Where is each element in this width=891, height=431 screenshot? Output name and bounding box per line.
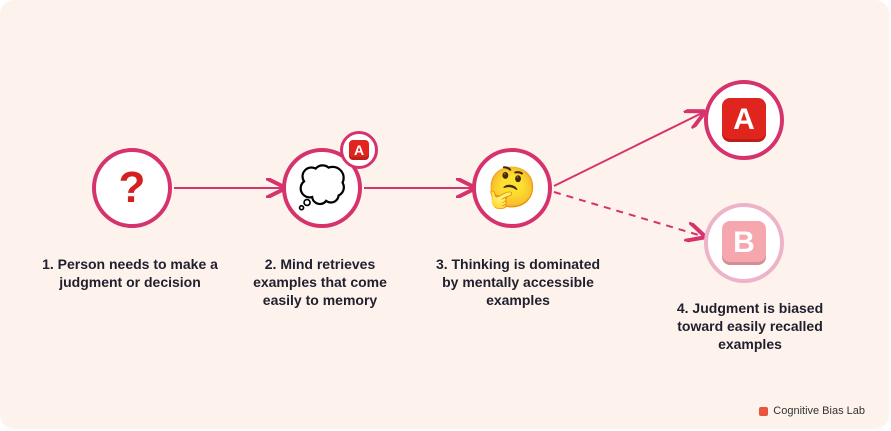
brand-name: Cognitive Bias Lab [773, 405, 865, 417]
arrow-step3-to-outcome-a [553, 113, 702, 187]
logo-icon [759, 406, 769, 416]
step1-node: ? [92, 148, 172, 228]
b-button-icon: B [722, 221, 766, 265]
brand-footer: Cognitive Bias Lab [759, 405, 865, 417]
question-mark-icon: ? [118, 163, 146, 212]
thought-bubble-icon: 💭 [297, 166, 347, 210]
a-button-icon: A [722, 98, 766, 142]
step3-label-line3: examples [486, 292, 550, 308]
step4-label: 4. Judgment is biased toward easily reca… [650, 299, 850, 353]
step2-label: 2. Mind retrieves examples that come eas… [240, 255, 400, 309]
step3-label-line2: by mentally accessible [442, 274, 594, 290]
step2-label-line3: easily to memory [262, 292, 378, 308]
step2-label-line1: 2. Mind retrieves [264, 256, 376, 272]
step2-badge: A [340, 131, 378, 169]
step1-label-line1: 1. Person needs to make a [42, 256, 218, 272]
step1-label-line2: judgment or decision [59, 274, 201, 290]
step3-label: 3. Thinking is dominated by mentally acc… [418, 255, 618, 309]
a-button-icon-small: A [349, 140, 369, 160]
arrow-step3-to-outcome-b [553, 191, 702, 236]
step4-label-line2: toward easily recalled [677, 318, 823, 334]
step3-label-line1: 3. Thinking is dominated [435, 256, 601, 272]
thinking-face-icon: 🤔 [487, 166, 537, 210]
step2-label-line2: examples that come [253, 274, 387, 290]
outcome-a-node: A [704, 80, 784, 160]
outcome-b-node: B [704, 203, 784, 283]
step3-node: 🤔 [472, 148, 552, 228]
step4-label-line3: examples [718, 336, 782, 352]
step1-label: 1. Person needs to make a judgment or de… [30, 255, 230, 291]
step4-label-line1: 4. Judgment is biased [676, 300, 824, 316]
